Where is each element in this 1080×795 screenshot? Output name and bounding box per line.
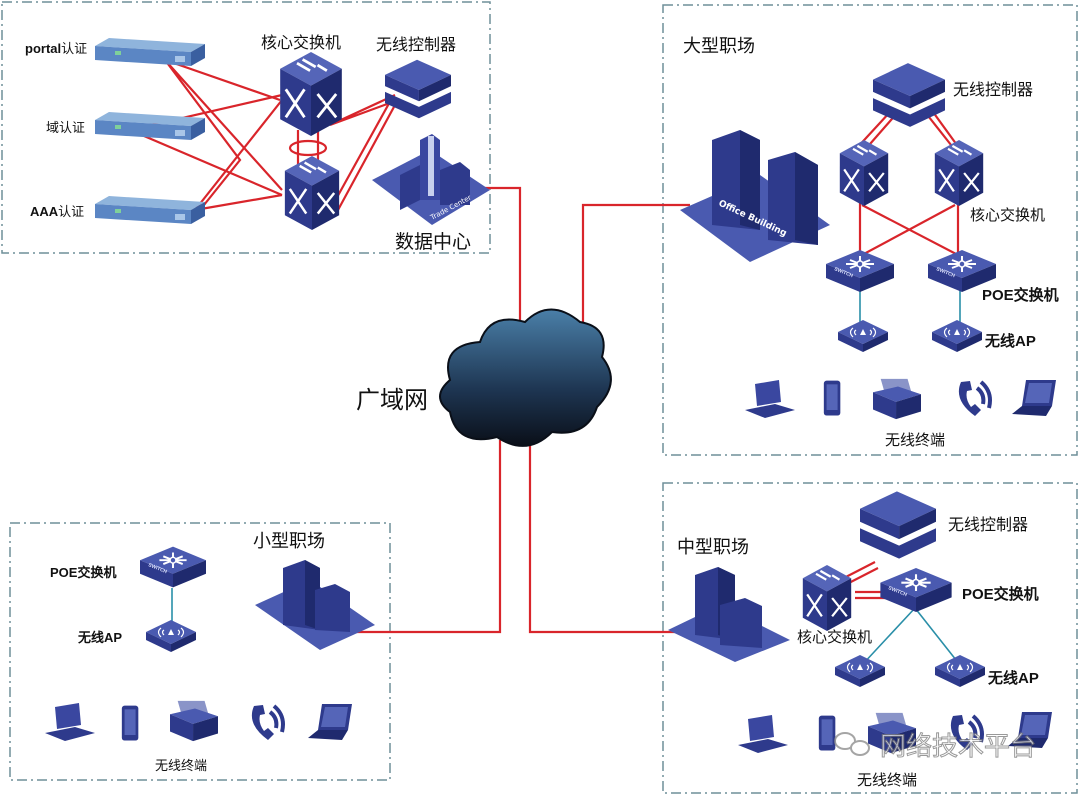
small-poe-label: POE交换机 [50,565,116,580]
data-center-title: 数据中心 [395,231,471,253]
small-laptop-icon [308,704,352,740]
medium-controller-label: 无线控制器 [948,515,1028,534]
large-core-switch-label: 核心交换机 [970,206,1045,224]
large-printer-icon [873,378,921,420]
wan-cloud-icon [439,308,612,447]
large-site-zone [662,4,1078,456]
small-site-building-icon [255,560,375,650]
core-switch-2-icon [283,156,341,230]
medium-ap-label: 无线AP [987,669,1039,687]
medium-terminals-label: 无线终端 [857,771,917,789]
medium-poe-label: POE交换机 [962,585,1039,603]
large-terminals-label: 无线终端 [885,431,945,449]
wan-links [345,186,690,634]
medium-site-building-icon [668,567,790,662]
dc-core-switch-label: 核心交换机 [261,33,341,52]
data-center-links [129,58,399,212]
aaa-auth-label: AAA认证 [30,204,84,220]
medium-ap-2-icon [935,655,985,687]
core-switch-1-icon [278,52,344,136]
large-pc-icon [745,380,795,418]
small-printer-icon [170,700,218,742]
aaa-auth-server-icon [95,196,205,224]
small-site-zone [9,522,391,781]
small-ap-icon [146,620,196,652]
medium-tablet-icon [818,715,836,751]
large-core-switch-1-icon [838,140,890,206]
small-terminals-label: 无线终端 [155,758,207,774]
medium-site-title: 中型职场 [677,537,749,558]
large-poe-label: POE交换机 [982,286,1059,304]
large-core-switch-2-icon [933,140,985,206]
small-site-title: 小型职场 [253,531,325,552]
wechat-icon [834,732,870,756]
small-ap-label: 无线AP [77,630,122,645]
small-pc-icon [45,703,95,741]
office-building-icon: Office Building [680,130,830,262]
watermark-text: 网络技术平台 [880,732,1036,762]
large-phone-icon [956,379,992,418]
large-site-links [854,111,963,322]
large-site-title: 大型职场 [683,36,755,57]
portal-auth-server-icon [95,38,205,66]
portal-auth-label: portal认证 [25,41,87,57]
medium-ap-1-icon [835,655,885,687]
large-ap-label: 无线AP [984,332,1036,350]
medium-site-zone [662,482,1078,794]
large-ap-2-icon [932,320,982,352]
data-center-building-icon: Trade Center [372,134,490,225]
medium-wireless-controller-icon [860,491,936,559]
medium-core-switch-icon [801,565,853,631]
large-ap-1-icon [838,320,888,352]
wan-label: 广域网 [356,386,428,414]
dc-wireless-controller-icon [385,59,451,119]
domain-auth-label: 域认证 [46,121,85,136]
watermark: 网络技术平台 [834,732,1037,763]
medium-pc-icon [738,715,788,753]
large-laptop-icon [1012,380,1056,416]
large-tablet-icon [823,380,841,416]
small-tablet-icon [121,705,139,741]
large-controller-label: 无线控制器 [953,80,1033,99]
dc-controller-label: 无线控制器 [376,35,456,54]
small-phone-icon [249,703,285,742]
medium-core-switch-label: 核心交换机 [797,628,872,646]
data-center-zone [1,1,491,254]
